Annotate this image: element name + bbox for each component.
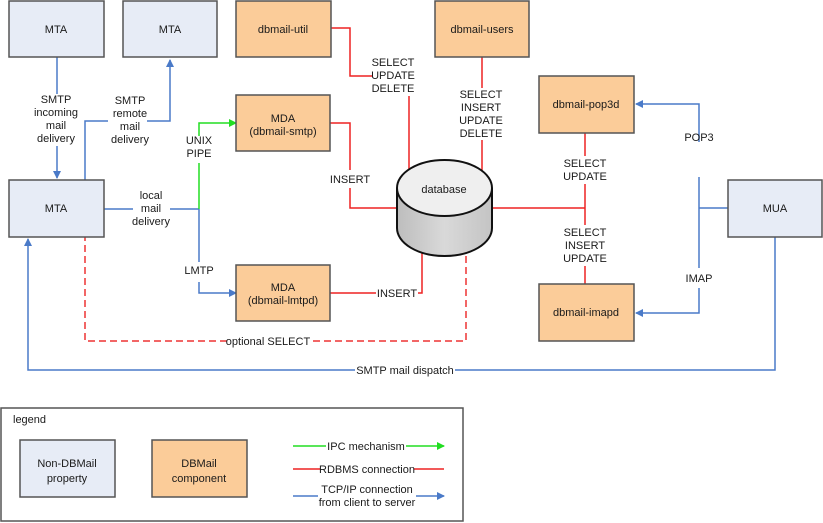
- svg-text:INSERT: INSERT: [461, 102, 501, 114]
- edge-lmtpd-db: [330, 252, 423, 294]
- legend-ipc: IPC mechanism: [293, 441, 445, 453]
- label-lmtp: LMTP: [184, 265, 213, 277]
- node-mta-main[interactable]: MTA: [8, 179, 105, 238]
- node-dbmail-pop3d[interactable]: dbmail-pop3d: [538, 75, 635, 134]
- edge-pop3: [635, 100, 728, 209]
- label-users-ops: SELECT INSERT UPDATE DELETE: [459, 89, 503, 140]
- label-lmtpd-insert: INSERT: [377, 288, 417, 300]
- svg-text:SMTP: SMTP: [115, 95, 146, 107]
- svg-text:SELECT: SELECT: [564, 158, 607, 170]
- svg-text:mail: mail: [120, 121, 140, 133]
- svg-text:SELECT: SELECT: [564, 227, 607, 239]
- svg-text:DELETE: DELETE: [460, 128, 503, 140]
- svg-text:delivery: delivery: [37, 133, 75, 145]
- node-mta-remote[interactable]: MTA: [122, 0, 218, 58]
- node-label: (dbmail-smtp): [249, 126, 316, 138]
- legend-dbmail: DBMail component: [151, 439, 248, 498]
- svg-text:UPDATE: UPDATE: [563, 171, 607, 183]
- legend-non-dbmail: Non-DBMail property: [19, 439, 116, 498]
- node-mda-lmtpd[interactable]: MDA (dbmail-lmtpd): [235, 264, 331, 322]
- svg-text:incoming: incoming: [34, 107, 78, 119]
- svg-text:DBMail: DBMail: [181, 458, 216, 470]
- svg-text:mail: mail: [46, 120, 66, 132]
- legend-title: legend: [13, 414, 46, 426]
- edge-unix-pipe: [198, 119, 237, 209]
- node-label: MTA: [45, 24, 68, 36]
- svg-text:IPC mechanism: IPC mechanism: [327, 441, 405, 453]
- svg-text:UNIX: UNIX: [186, 135, 213, 147]
- node-mta-incoming[interactable]: MTA: [8, 0, 105, 58]
- svg-text:from client to server: from client to server: [319, 497, 416, 509]
- svg-text:SMTP: SMTP: [41, 94, 72, 106]
- node-dbmail-util[interactable]: dbmail-util: [235, 0, 332, 58]
- label-pop3: POP3: [684, 132, 713, 144]
- label-smtp-remote: SMTP remote mail delivery: [111, 95, 149, 146]
- node-label: database: [421, 184, 466, 196]
- node-label: (dbmail-lmtpd): [248, 295, 318, 307]
- legend-rdbms: RDBMS connection: [293, 464, 444, 476]
- label-imap-ops: SELECT INSERT UPDATE: [563, 227, 607, 265]
- svg-text:property: property: [47, 473, 88, 485]
- label-smtp-insert: INSERT: [330, 174, 370, 186]
- edge-smtp-remote: [84, 59, 174, 180]
- svg-text:remote: remote: [113, 108, 147, 120]
- svg-text:RDBMS connection: RDBMS connection: [319, 464, 415, 476]
- node-label: dbmail-users: [451, 24, 514, 36]
- node-dbmail-users[interactable]: dbmail-users: [434, 0, 530, 58]
- svg-text:delivery: delivery: [111, 134, 149, 146]
- svg-text:UPDATE: UPDATE: [459, 115, 503, 127]
- svg-text:SELECT: SELECT: [372, 57, 415, 69]
- svg-text:Non-DBMail: Non-DBMail: [37, 458, 96, 470]
- edge-optional-select: [84, 237, 467, 342]
- label-unix-pipe: UNIX PIPE: [186, 135, 213, 160]
- label-local-delivery: local mail delivery: [132, 190, 170, 228]
- node-label: MTA: [159, 24, 182, 36]
- node-mda-smtp[interactable]: MDA (dbmail-smtp): [235, 94, 331, 152]
- svg-text:DELETE: DELETE: [372, 83, 415, 95]
- label-imap: IMAP: [686, 273, 713, 285]
- edge-db-pop3-imap: [492, 133, 586, 284]
- edge-util-db: [331, 27, 410, 172]
- node-label: dbmail-pop3d: [553, 99, 620, 111]
- svg-text:delivery: delivery: [132, 216, 170, 228]
- svg-text:mail: mail: [141, 203, 161, 215]
- edge-smtp-db: [330, 122, 397, 209]
- svg-text:local: local: [140, 190, 163, 202]
- svg-text:TCP/IP connection: TCP/IP connection: [321, 484, 413, 496]
- edge-lmtp: [198, 209, 237, 297]
- svg-text:component: component: [172, 473, 226, 485]
- svg-text:UPDATE: UPDATE: [371, 70, 415, 82]
- node-mua[interactable]: MUA: [727, 179, 823, 238]
- node-label: dbmail-util: [258, 24, 308, 36]
- svg-text:PIPE: PIPE: [186, 148, 211, 160]
- node-database[interactable]: database: [396, 159, 493, 257]
- label-optional-select: optional SELECT: [226, 336, 311, 348]
- node-label: MDA: [271, 113, 296, 125]
- node-dbmail-imapd[interactable]: dbmail-imapd: [538, 283, 635, 342]
- legend-tcpip: TCP/IP connection from client to server: [293, 484, 445, 509]
- legend: legend Non-DBMail property DBMail compon…: [0, 407, 464, 522]
- label-pop3-ops: SELECT UPDATE: [563, 158, 607, 183]
- node-label: dbmail-imapd: [553, 307, 619, 319]
- svg-text:INSERT: INSERT: [565, 240, 605, 252]
- edge-smtp-dispatch: [24, 237, 776, 371]
- node-label: MUA: [763, 203, 788, 215]
- label-smtp-incoming: SMTP incoming mail delivery: [34, 94, 78, 145]
- node-label: MTA: [45, 203, 68, 215]
- edge-imap: [635, 208, 700, 317]
- svg-text:UPDATE: UPDATE: [563, 253, 607, 265]
- label-util-ops: SELECT UPDATE DELETE: [371, 57, 415, 95]
- node-label: MDA: [271, 282, 296, 294]
- label-smtp-dispatch: SMTP mail dispatch: [356, 365, 454, 377]
- svg-text:SELECT: SELECT: [460, 89, 503, 101]
